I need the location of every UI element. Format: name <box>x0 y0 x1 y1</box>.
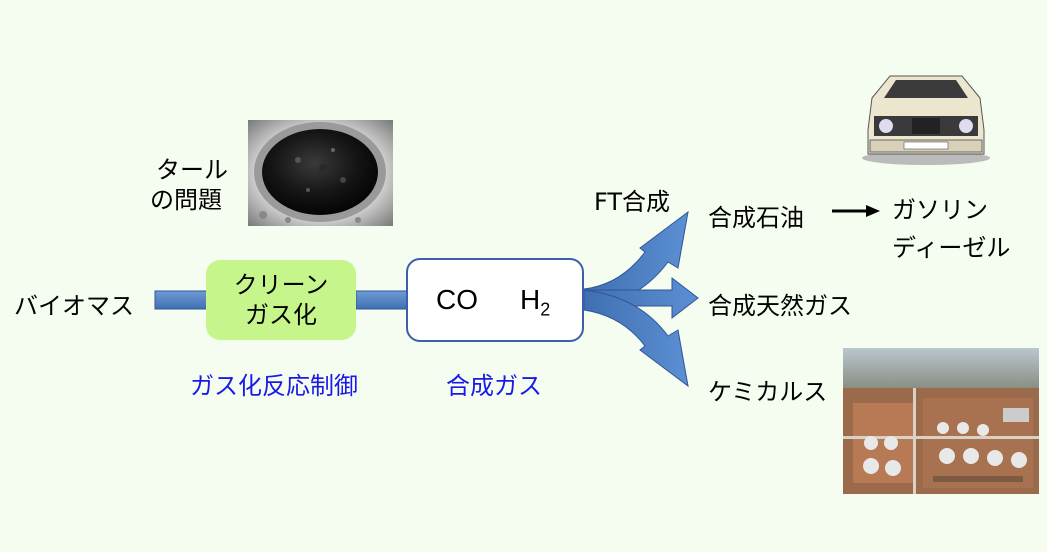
synthetic-oil-label: 合成石油 <box>708 204 804 232</box>
h2-label: H2 <box>520 284 550 321</box>
branch-arrow-down <box>583 289 689 388</box>
biomass-label: バイオマス <box>14 292 134 320</box>
h2-main: H <box>520 284 541 315</box>
chemicals-label: ケミカルス <box>708 378 828 406</box>
chemical-plant-image <box>843 348 1039 494</box>
tar-residue-image <box>248 120 393 226</box>
clean-gasification-box: クリーン ガス化 <box>206 260 356 340</box>
tar-label-line1: タール <box>156 156 228 184</box>
diesel-label: ディーゼル <box>892 234 1011 262</box>
race-car-image <box>860 68 992 166</box>
pipe-biomass-to-clean <box>154 290 208 310</box>
gasoline-label: ガソリン <box>892 196 988 224</box>
tar-photo <box>248 120 393 226</box>
pipe-clean-to-gas <box>355 290 409 310</box>
clean-gasification-line2: ガス化 <box>245 301 317 329</box>
plant-photo <box>843 348 1039 494</box>
syngas-box: CO H2 <box>406 258 584 342</box>
tar-label-line2: の問題 <box>150 186 222 214</box>
syngas-label: 合成ガス <box>446 372 542 400</box>
h2-subscript: 2 <box>540 299 551 320</box>
ft-synthesis-label: FT合成 <box>594 188 671 216</box>
synthetic-natural-gas-label: 合成天然ガス <box>708 292 852 320</box>
clean-gasification-line1: クリーン <box>233 271 329 299</box>
car-photo <box>860 68 992 166</box>
gasification-control-label: ガス化反応制御 <box>190 372 358 400</box>
product-arrow-head <box>866 205 880 217</box>
co-label: CO <box>436 284 478 315</box>
